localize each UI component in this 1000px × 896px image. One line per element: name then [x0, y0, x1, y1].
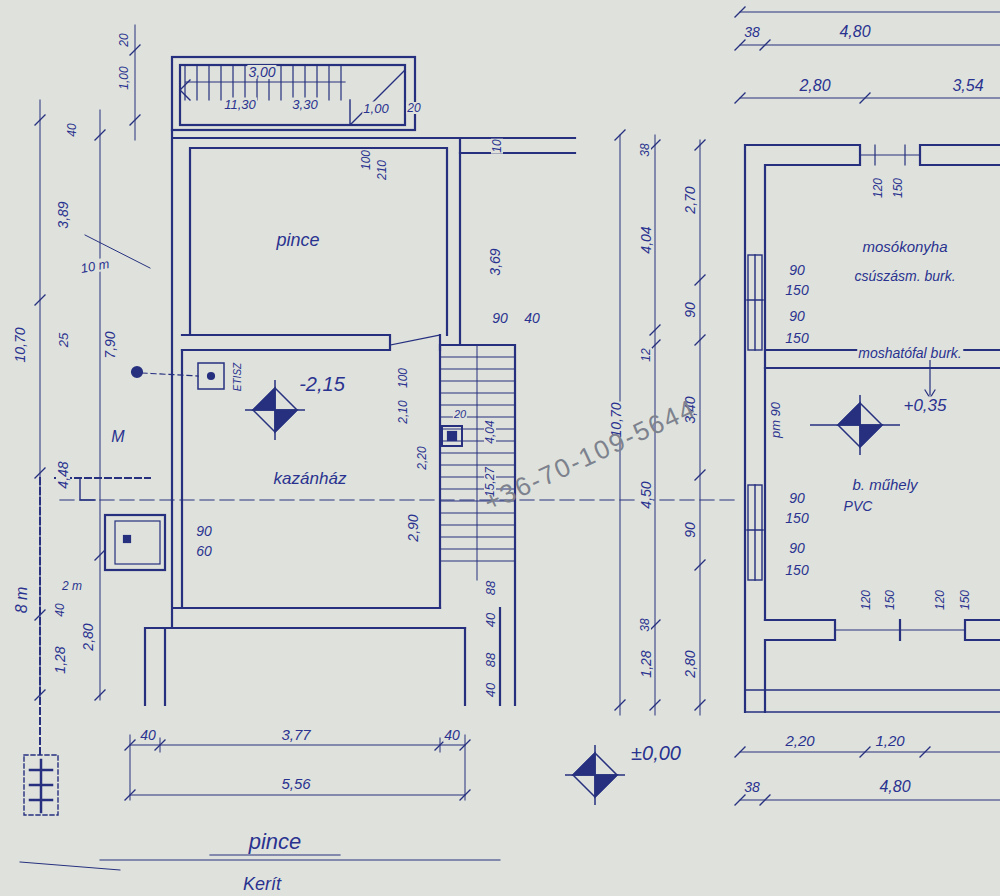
dimension-label: 38	[743, 25, 761, 39]
dimension-label: 2,80	[81, 622, 95, 651]
dimension-label: 150	[784, 331, 809, 345]
dimension-label: 3,54	[951, 78, 984, 94]
dimension-label: 3,77	[280, 727, 311, 742]
dimension-label: 210	[376, 159, 388, 181]
room-label: kazánház	[273, 470, 348, 487]
dimension-label: 40	[443, 728, 461, 742]
dimension-label: 4,04	[484, 419, 496, 444]
dimension-label: 40	[139, 728, 157, 742]
room-label: b. műhely	[851, 477, 918, 492]
watermark: +36-70-109-5644	[479, 394, 700, 516]
dimension-label: 120	[872, 177, 884, 199]
dimension-label: 38	[743, 780, 761, 794]
dimension-label: 25	[57, 332, 70, 348]
dimension-label: 3,30	[291, 98, 318, 111]
dimension-label: 2,80	[683, 649, 697, 678]
room-label: pm 90	[769, 401, 782, 439]
room-label: pince	[248, 831, 303, 853]
dimension-label: 88	[484, 652, 497, 668]
room-label: mosókonyha	[861, 239, 948, 254]
level-label: +0,35	[902, 397, 947, 414]
room-label: PVC	[843, 499, 874, 513]
dimension-label: 1,00	[118, 65, 130, 90]
dimension-label: 150	[892, 177, 904, 199]
dimension-label: M	[110, 429, 125, 445]
dimension-label: 40	[484, 682, 497, 698]
dimension-label: 2,20	[784, 733, 815, 748]
dimension-label: 12	[640, 347, 652, 362]
room-label: Kerít	[242, 875, 282, 893]
dimension-label: 1,28	[53, 645, 67, 674]
dimension-label: 150	[784, 511, 809, 525]
dimension-label: 40	[66, 122, 78, 137]
dimension-label: 100	[397, 367, 409, 389]
dimension-label: 40	[484, 612, 497, 628]
dimension-label: 100	[360, 149, 372, 171]
dimension-label: 38	[639, 142, 651, 157]
dimension-label: 4,80	[838, 24, 871, 40]
dimension-label: 2,20	[416, 445, 428, 470]
dimension-label: ETISZ	[233, 362, 243, 392]
dimension-label: 5,56	[280, 776, 311, 791]
dimension-label: 2,90	[406, 513, 420, 542]
dimension-label: 4,50	[639, 480, 653, 509]
dimension-label: 90	[788, 309, 806, 323]
dimension-label: 38	[639, 617, 651, 632]
dimension-label: 3,69	[488, 247, 502, 276]
dimension-label: 7,90	[103, 330, 117, 359]
dimension-label: 2,10	[397, 399, 409, 424]
dimension-label: 120	[860, 589, 872, 611]
dimension-label: 8 m	[14, 586, 30, 615]
dimension-label: 1,28	[639, 649, 653, 678]
dimension-label: 20	[453, 409, 467, 420]
dimension-label: 150	[959, 589, 971, 611]
dimension-label: 4,80	[878, 779, 911, 795]
dimension-label: 2,70	[683, 185, 697, 214]
dimension-label: 20	[406, 102, 421, 114]
dimension-label: 60	[195, 544, 213, 558]
level-label: ±0,00	[630, 743, 682, 763]
dimension-label: 2,80	[798, 78, 831, 94]
dimension-label: 40	[523, 311, 541, 325]
dimension-label: 90	[491, 311, 509, 325]
dimension-label: 20	[118, 32, 130, 47]
room-label: pince	[275, 231, 320, 249]
dimension-label: 10 m	[79, 257, 112, 275]
dimension-label: 90	[788, 541, 806, 555]
dimension-label: 4,04	[639, 225, 653, 254]
level-label: -2,15	[298, 374, 346, 394]
dimension-label: 150	[784, 563, 809, 577]
dimension-label: 90	[683, 301, 697, 319]
dimension-label: 11,30	[223, 98, 257, 111]
dimension-label: 120	[934, 589, 946, 611]
dimension-label: 10	[491, 138, 503, 153]
dimension-label: 1,00	[362, 102, 389, 115]
dimension-label: 40	[54, 602, 66, 617]
dimension-label: 4,48	[56, 460, 70, 489]
dimension-label: 2 m	[61, 580, 83, 592]
dimension-label: 1,20	[874, 733, 905, 748]
dimension-label: 90	[195, 524, 213, 538]
dimension-label: 150	[784, 283, 809, 297]
dimension-label: 90	[788, 491, 806, 505]
dimension-label: 90	[788, 263, 806, 277]
dimension-label: 90	[683, 521, 697, 539]
room-label: moshatófal burk.	[857, 346, 963, 360]
room-label: csúszásm. burk.	[853, 269, 956, 283]
dimension-label: 10,70	[13, 326, 27, 363]
dimension-label: 88	[484, 580, 497, 596]
dimension-label: 150	[884, 589, 896, 611]
dimension-label: 3,89	[56, 200, 70, 229]
dimension-label: 3,00	[247, 65, 276, 79]
